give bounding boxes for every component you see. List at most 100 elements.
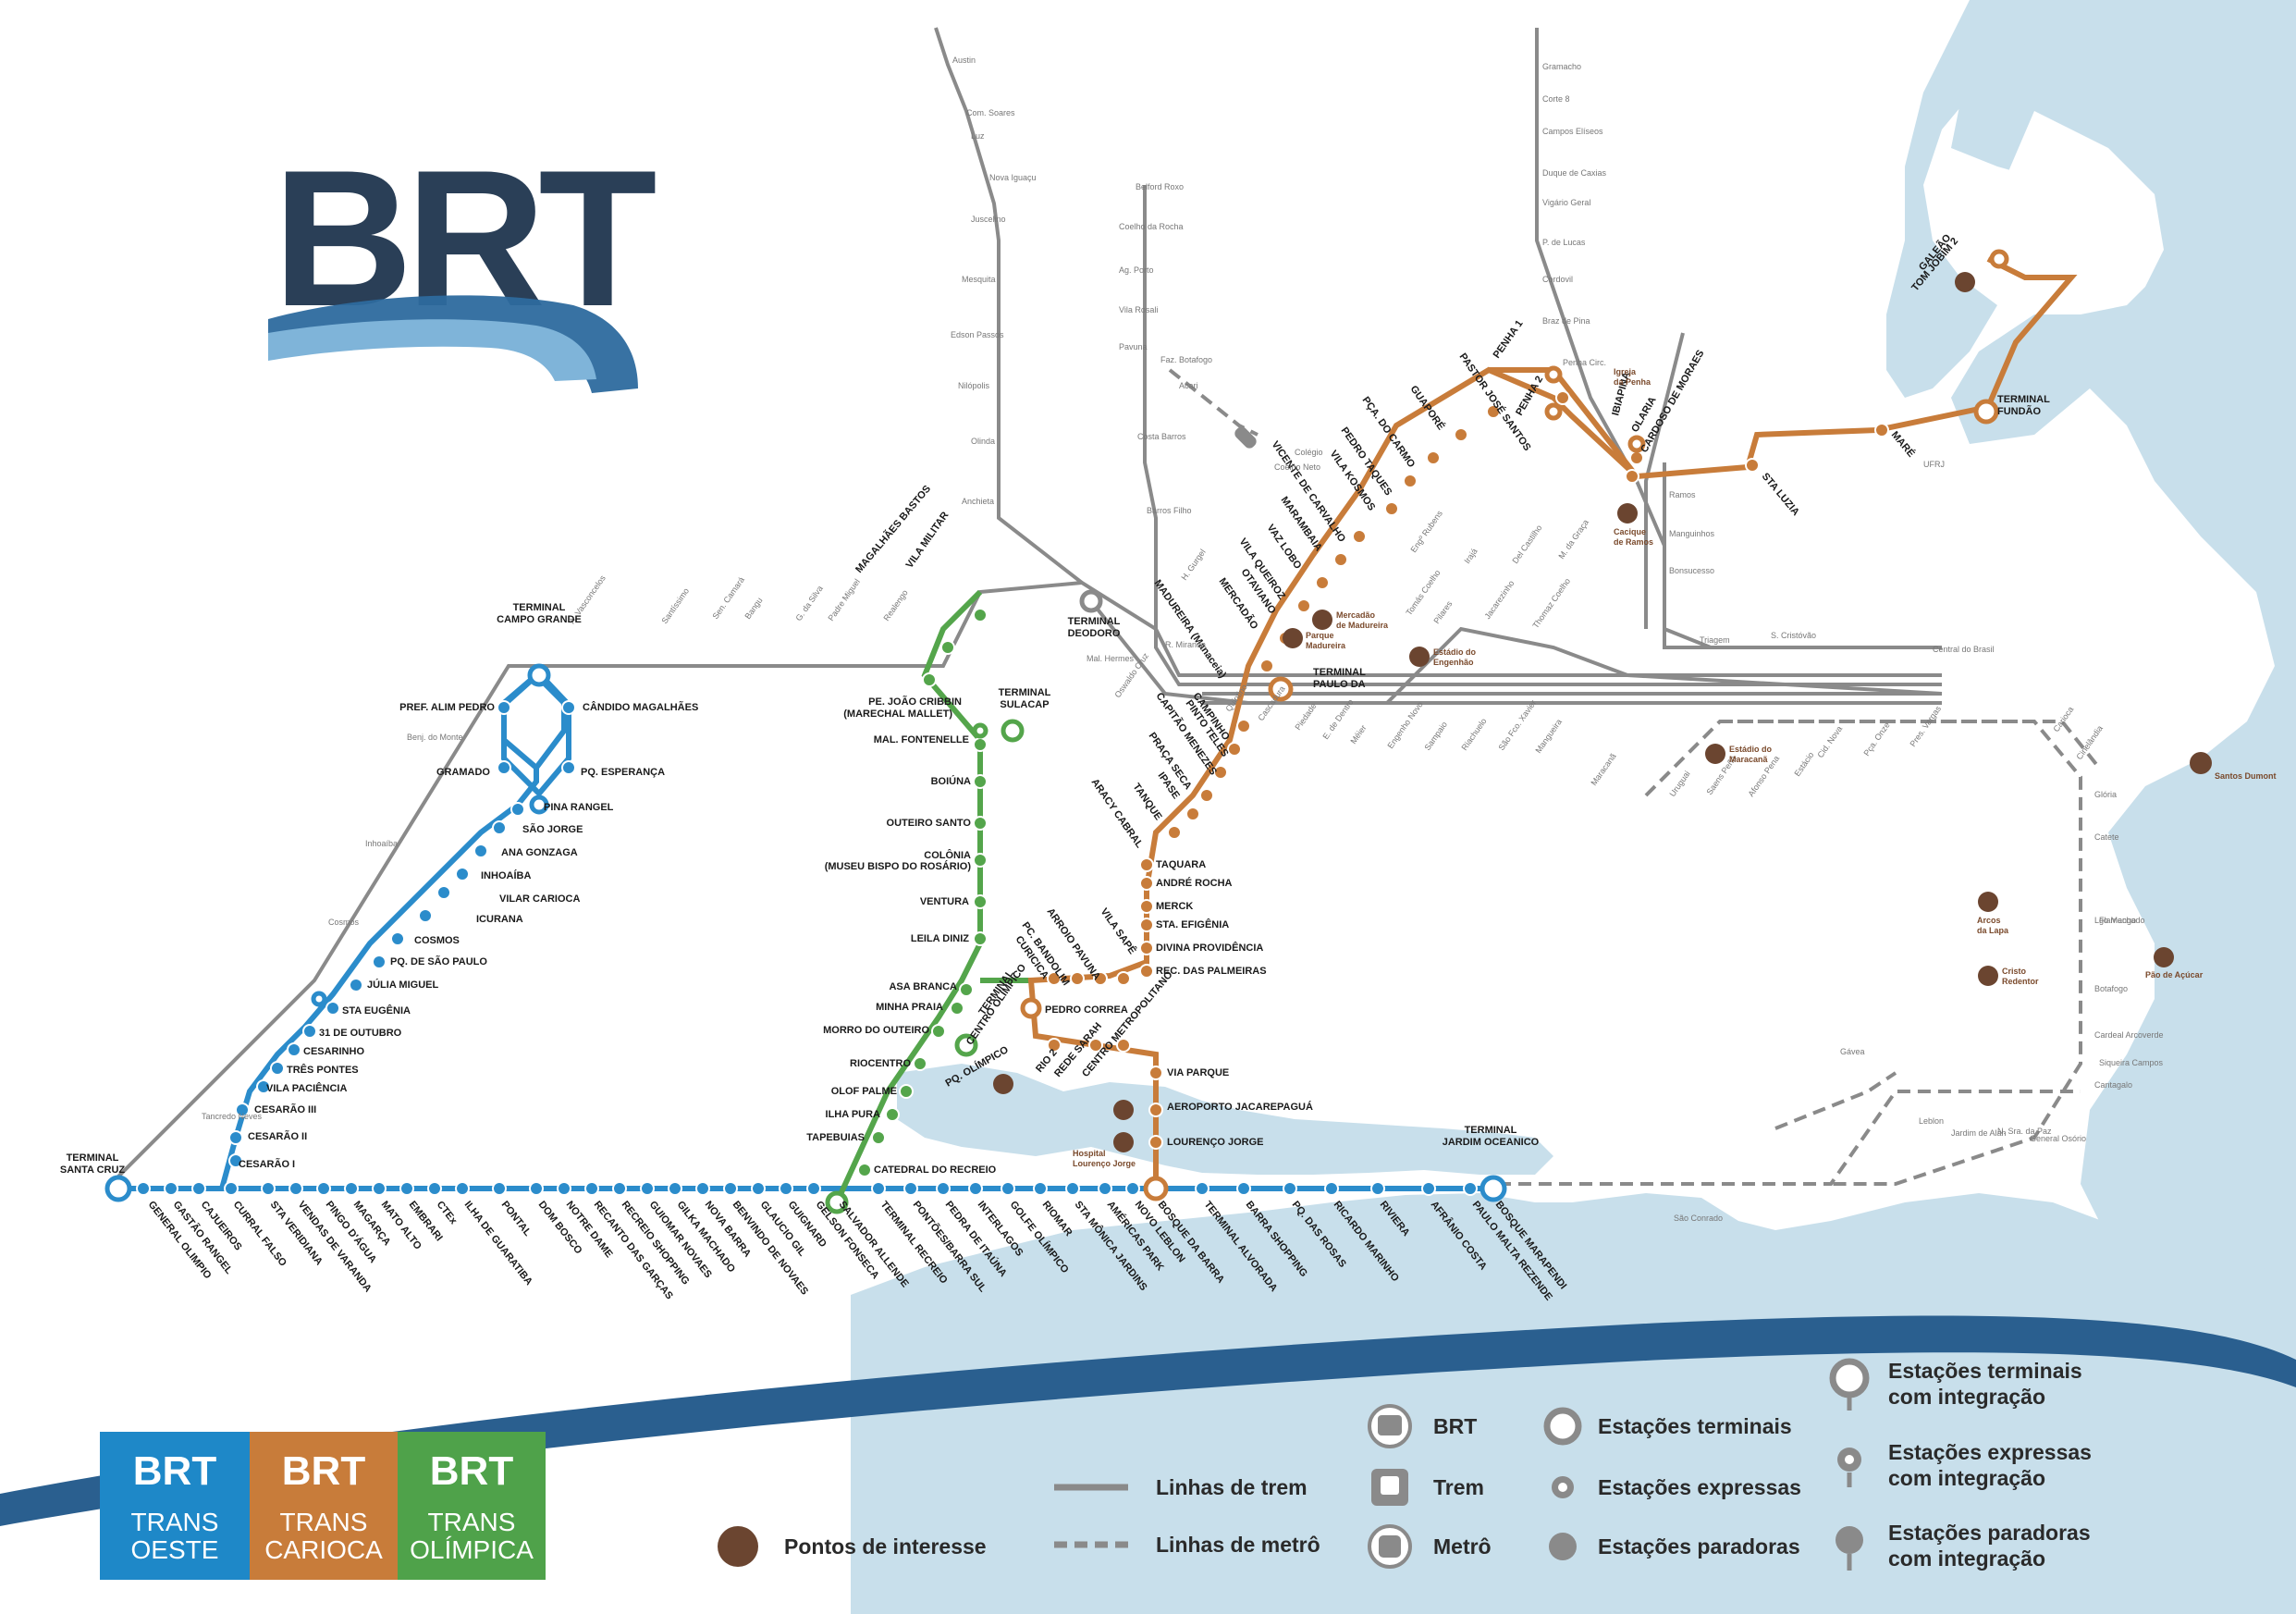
station-dot[interactable] [372,955,387,969]
station-dot[interactable] [1236,1181,1251,1196]
station-dot[interactable] [228,1130,243,1145]
station-dot[interactable] [492,820,507,835]
station-dot[interactable] [1629,450,1644,465]
terminal-campo-grande[interactable] [527,663,551,687]
station-olaria[interactable] [1627,435,1646,453]
station-dot[interactable] [418,908,433,923]
station-dot[interactable] [973,894,988,909]
station-dot[interactable] [261,1181,276,1196]
station-dot[interactable] [723,1181,738,1196]
station-dot[interactable] [164,1181,178,1196]
station-dot[interactable] [1555,390,1570,405]
station-dot[interactable] [1426,450,1441,465]
station-dot[interactable] [1296,598,1311,613]
station-dot[interactable] [1333,552,1348,567]
station-dot[interactable] [973,931,988,946]
station-dot[interactable] [1213,765,1228,780]
station-dot[interactable] [751,1181,766,1196]
station-dot[interactable] [1185,807,1200,821]
terminal-fundao[interactable] [1973,399,1999,425]
station-dot[interactable] [228,1153,243,1168]
station-dot[interactable] [922,672,937,687]
station-dot[interactable] [1370,1181,1385,1196]
station-dot[interactable] [316,1181,331,1196]
station-dot[interactable] [1148,1066,1163,1080]
station-dot[interactable] [973,774,988,789]
station-dot[interactable] [885,1107,900,1122]
station-dot[interactable] [529,1181,544,1196]
station-dot[interactable] [1148,1135,1163,1150]
station-dot[interactable] [959,982,974,997]
station-dot[interactable] [1283,1181,1297,1196]
station-dot[interactable] [640,1181,655,1196]
station-dot[interactable] [1148,1103,1163,1117]
station-dot[interactable] [492,1181,507,1196]
station-dot[interactable] [1463,1181,1478,1196]
station-dot[interactable] [1065,1181,1080,1196]
station-dot[interactable] [455,1181,470,1196]
station-dot[interactable] [1070,971,1085,986]
station-dot[interactable] [256,1079,271,1094]
station-dot[interactable] [1167,825,1182,840]
station-dot[interactable] [497,760,511,775]
station-dot[interactable] [1259,659,1274,673]
station-dot[interactable] [899,1084,914,1099]
terminal-alvorada[interactable] [1143,1176,1169,1201]
station-dot[interactable] [1384,501,1399,516]
station-dot[interactable] [561,760,576,775]
station-dot[interactable] [399,1181,414,1196]
station-dot[interactable] [455,867,470,881]
terminal-jardim-oceanico[interactable] [1480,1175,1507,1202]
station-dot[interactable] [1139,899,1154,914]
station-dot[interactable] [349,978,363,992]
station-dot[interactable] [344,1181,359,1196]
station-dot[interactable] [1625,469,1639,484]
station-dot[interactable] [224,1181,239,1196]
station-dot[interactable] [695,1181,710,1196]
station-dot[interactable] [1874,423,1889,437]
station-dot[interactable] [1403,474,1418,488]
station-dot[interactable] [1195,1181,1209,1196]
station-dot[interactable] [903,1181,918,1196]
station-dot[interactable] [302,1024,317,1039]
station-dot[interactable] [557,1181,571,1196]
station-dot[interactable] [390,931,405,946]
station-dot[interactable] [1486,404,1501,419]
station-dot[interactable] [968,1181,983,1196]
station-dot[interactable] [871,1181,886,1196]
station-dot[interactable] [1199,788,1214,803]
station-dot[interactable] [427,1181,442,1196]
station-dot[interactable] [1454,427,1468,442]
station-dot[interactable] [1098,1181,1112,1196]
terminal-paulo-da-portela[interactable] [1268,676,1294,702]
station-dot[interactable] [1139,876,1154,891]
station-dot[interactable] [1139,964,1154,979]
station-dot[interactable] [1047,971,1062,986]
station-dot[interactable] [1093,971,1108,986]
station-dot[interactable] [950,1001,964,1016]
terminal-centro-olimpico[interactable] [954,1033,978,1057]
station-dot[interactable] [1139,941,1154,955]
station-dot[interactable] [973,816,988,831]
station-dot[interactable] [289,1181,303,1196]
station-dot[interactable] [561,700,576,715]
station-dot[interactable] [436,885,451,900]
station-dot[interactable] [1116,1038,1131,1053]
station-pedro-correa[interactable] [1020,997,1042,1019]
station-dot[interactable] [270,1061,285,1076]
station-dot[interactable] [235,1103,250,1117]
terminal-deodoro[interactable] [1079,589,1103,613]
station-dot[interactable] [1315,575,1330,590]
station-dot[interactable] [668,1181,682,1196]
station-dot[interactable] [287,1042,301,1057]
station-dot[interactable] [871,1130,886,1145]
station-dot[interactable] [584,1181,599,1196]
station-dot[interactable] [372,1181,387,1196]
station-mal-fontenelle[interactable] [972,722,988,739]
station-pina-rangel[interactable] [529,795,549,815]
station-dot[interactable] [612,1181,627,1196]
station-dot[interactable] [1125,1181,1140,1196]
station-dot[interactable] [973,853,988,868]
station-dot[interactable] [136,1181,151,1196]
station-dot[interactable] [1421,1181,1436,1196]
